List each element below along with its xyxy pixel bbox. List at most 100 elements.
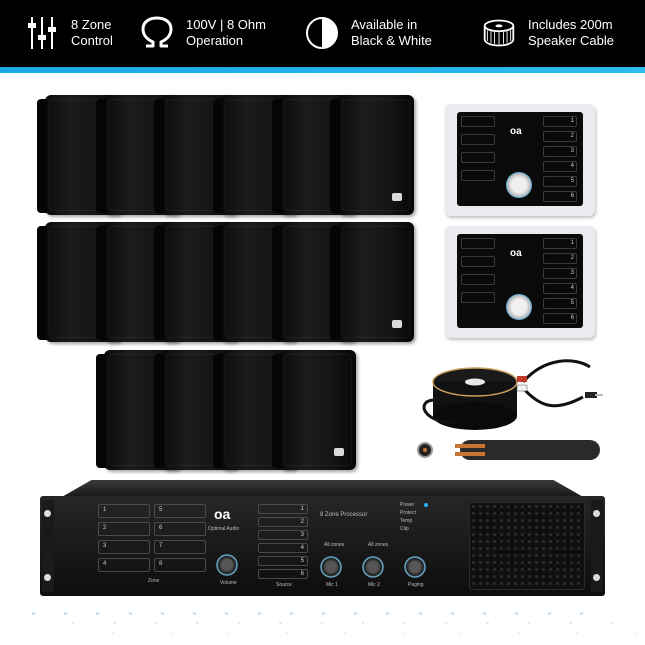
controller-button: 3	[543, 146, 577, 157]
zone-processor-amp: 1 2 3 4 5 6 7 8 Zone oa Optimal Audio Vo…	[40, 480, 605, 600]
wall-controller: 1 2 3 4 5 6 oa	[445, 226, 595, 338]
status-protect: Protect	[400, 510, 416, 516]
zone-button[interactable]: 2	[98, 522, 150, 536]
source-button[interactable]: 2	[258, 517, 308, 527]
flat-speaker-wire	[417, 440, 600, 460]
zone-number: 4	[570, 163, 574, 169]
volume-knob[interactable]	[216, 554, 238, 576]
dot	[128, 612, 132, 615]
amp-top	[60, 480, 585, 498]
speaker-side	[213, 226, 223, 340]
dot	[196, 622, 199, 625]
dot	[96, 612, 100, 615]
status-clip: Clip	[400, 526, 409, 532]
controller-button	[461, 170, 495, 181]
all-zones-label: All zones	[368, 542, 389, 548]
source-button-label: 1	[300, 506, 304, 512]
dot	[362, 622, 365, 625]
source-button[interactable]: 3	[258, 530, 308, 540]
speaker-side	[154, 354, 164, 468]
brand-logo: oa	[510, 248, 522, 259]
feature-line: 8 Zone	[71, 17, 112, 32]
source-button[interactable]: 4	[258, 543, 308, 553]
speaker-side	[330, 226, 340, 340]
paging-knob[interactable]	[404, 556, 426, 578]
speaker-side	[154, 226, 164, 340]
source-button-label: 4	[300, 545, 304, 551]
dot	[486, 622, 489, 625]
zone-button-label: 1	[103, 507, 107, 513]
wall-controller: 1 2 3 4 5 6 oa	[445, 104, 595, 216]
speaker-side	[96, 226, 106, 340]
zone-number: 2	[570, 133, 574, 139]
feature-line: Black & White	[351, 33, 432, 48]
zone-number: 5	[570, 300, 574, 306]
feature-bar: 8 Zone Control 100V | 8 Ohm Operation Av…	[0, 0, 645, 73]
speaker-cable-reel	[422, 367, 518, 430]
controller-button	[461, 152, 495, 163]
dot	[483, 612, 487, 615]
zone-button[interactable]: 6	[154, 522, 206, 536]
knob-label: Mic 2	[368, 582, 380, 588]
speaker-side	[213, 99, 223, 213]
source-caption: Source	[276, 582, 292, 588]
controller-panel: 1 2 3 4 5 6 oa	[457, 234, 583, 328]
source-button[interactable]: 5	[258, 556, 308, 566]
zone-button-label: 6	[159, 525, 163, 531]
dot	[579, 612, 583, 615]
rack-hole	[593, 574, 600, 581]
controller-button: 6	[543, 191, 577, 202]
dot	[160, 612, 164, 615]
source-button[interactable]: 1	[258, 504, 308, 514]
source-button[interactable]: 6	[258, 569, 308, 579]
zone-button[interactable]: 1	[98, 504, 150, 518]
dot	[569, 622, 572, 625]
source-button-label: 3	[300, 532, 304, 538]
controller-button: 2	[543, 253, 577, 264]
mic-2-knob[interactable]	[362, 556, 384, 578]
feature-text: 8 Zone Control	[71, 17, 113, 49]
controller-button: 1	[543, 116, 577, 127]
brand-logo: oa	[214, 506, 231, 522]
amp-front-panel: 1 2 3 4 5 6 7 8 Zone oa Optimal Audio Vo…	[40, 496, 605, 596]
ohm-icon	[140, 14, 174, 52]
rack-hole	[44, 574, 51, 581]
dot	[386, 612, 390, 615]
dot	[286, 632, 288, 634]
feature-ohm: 100V | 8 Ohm Operation	[140, 14, 266, 52]
dot	[527, 622, 531, 625]
dot	[289, 612, 293, 615]
power-led	[424, 503, 428, 507]
feature-text: Available in Black & White	[351, 17, 432, 49]
knob-label: Volume	[220, 580, 237, 586]
dot	[113, 622, 116, 625]
dot	[170, 632, 172, 634]
speaker	[330, 222, 414, 342]
speaker-side	[213, 354, 223, 468]
brand-badge	[334, 448, 344, 456]
zone-button[interactable]: 3	[98, 540, 150, 554]
mic-1-knob[interactable]	[320, 556, 342, 578]
dot	[547, 612, 551, 615]
dot	[322, 612, 325, 615]
dot	[228, 632, 230, 634]
dot	[237, 622, 241, 625]
feature-colors: Available in Black & White	[305, 14, 432, 52]
amp-title: 8 Zone Processor	[320, 512, 368, 518]
zone-number: 6	[570, 193, 574, 199]
zone-number: 1	[570, 240, 574, 246]
zone-button-label: 7	[159, 543, 163, 549]
zone-button[interactable]: 7	[154, 540, 206, 554]
zone-button[interactable]: 8	[154, 558, 206, 572]
speaker-side	[330, 99, 340, 213]
controller-button	[461, 238, 495, 249]
zone-button[interactable]: 4	[98, 558, 150, 572]
rack-ear-left	[42, 500, 54, 592]
brand-logo: oa	[510, 126, 522, 137]
feature-line: Available in	[351, 17, 418, 32]
cable-reel-icon	[482, 14, 516, 52]
controller-button: 1	[543, 238, 577, 249]
feature-zone-control: 8 Zone Control	[25, 14, 113, 52]
zone-button[interactable]: 5	[154, 504, 206, 518]
status-temp: Temp	[400, 518, 413, 524]
